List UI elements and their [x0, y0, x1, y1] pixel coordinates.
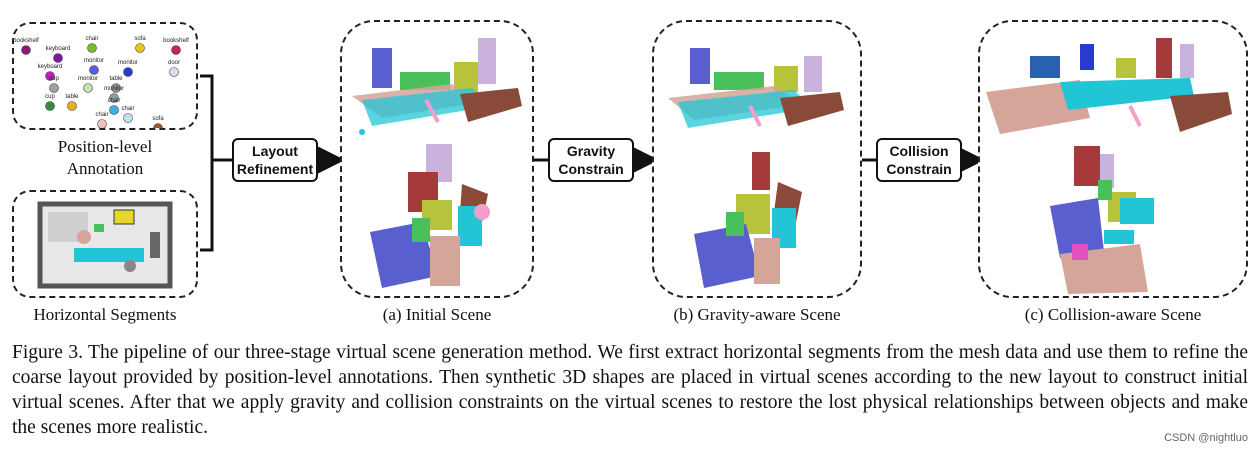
- annotation-point: [109, 105, 119, 115]
- annotation-point: [67, 101, 77, 111]
- flow-connectors: [200, 74, 985, 252]
- annotation-point-label: cup: [45, 94, 55, 100]
- collision-constrain-line1: Collision: [889, 143, 949, 159]
- annotation-point-label: chair: [121, 106, 134, 112]
- collision-scene-panel: [978, 20, 1248, 298]
- position-annotation-label-line1: Position-level: [57, 137, 153, 156]
- layout-refinement-step: Layout Refinement: [232, 138, 318, 182]
- annotation-point-label: bookshelf: [163, 38, 189, 44]
- horizontal-segments-panel: [12, 190, 198, 298]
- annotation-point-label: table: [109, 76, 123, 82]
- position-annotation-plot: bookshelf keyboard chair sofa bookshelf keybo…: [13, 36, 189, 133]
- annotation-point: [21, 45, 31, 55]
- horizontal-segments-image: [37, 201, 173, 289]
- gravity-scene-label: (b) Gravity-aware Scene: [673, 305, 841, 324]
- position-annotation-label-line2: Annotation: [66, 159, 144, 178]
- annotation-point-label: monitor: [84, 58, 104, 64]
- annotation-point: [109, 93, 119, 103]
- collision-scene-render: [986, 38, 1232, 294]
- gravity-constrain-step: Gravity Constrain: [548, 138, 634, 182]
- gravity-scene-top: [668, 48, 844, 128]
- gravity-constrain-line1: Gravity: [566, 143, 616, 159]
- gravity-scene-bottom: [694, 152, 802, 288]
- position-annotation-label: Position-level Annotation: [12, 136, 198, 180]
- annotation-point-label: sofa: [134, 36, 146, 42]
- initial-scene-render: [352, 38, 522, 288]
- annotation-point: [53, 53, 63, 63]
- initial-scene-top: [352, 38, 522, 135]
- annotation-point: [45, 101, 55, 111]
- annotation-point: [49, 83, 59, 93]
- annotation-point-label: sofa: [152, 116, 164, 122]
- annotation-point: [89, 65, 99, 75]
- horizontal-segments-label: Horizontal Segments: [33, 305, 177, 324]
- annotation-point: [123, 67, 133, 77]
- collision-constrain-line2: Constrain: [886, 161, 952, 177]
- collision-scene-top: [986, 38, 1232, 134]
- initial-scene-bottom: [370, 144, 490, 288]
- annotation-point-label: door: [168, 60, 180, 66]
- collision-constrain-step: Collision Constrain: [876, 138, 962, 182]
- gravity-scene-render: [668, 48, 844, 288]
- annotation-point: [45, 71, 55, 81]
- annotation-point-label: keyboard: [38, 64, 63, 70]
- position-annotation-panel: bookshelf keyboard chair sofa bookshelf keybo…: [12, 22, 198, 133]
- annotation-point: [123, 113, 133, 123]
- annotation-point: [87, 43, 97, 53]
- annotation-point-label: monitor: [78, 76, 98, 82]
- gravity-constrain-line2: Constrain: [558, 161, 624, 177]
- collision-scene-bottom: [1050, 146, 1154, 294]
- annotation-point: [83, 83, 93, 93]
- watermark: CSDN @nightluo: [1164, 432, 1248, 444]
- annotation-point-label: cup: [49, 76, 59, 82]
- layout-refinement-line1: Layout: [252, 143, 298, 159]
- annotation-point-label: chair: [95, 112, 108, 118]
- figure-caption: Figure 3. The pipeline of our three-stag…: [12, 342, 1248, 438]
- initial-scene-panel: [340, 20, 534, 298]
- layout-refinement-line2: Refinement: [236, 161, 314, 177]
- initial-scene-label: (a) Initial Scene: [382, 305, 492, 324]
- annotation-point: [135, 43, 145, 53]
- gravity-scene-panel: [652, 20, 862, 298]
- annotation-point: [171, 45, 181, 55]
- annotation-point-label: bookshelf: [14, 38, 39, 44]
- annotation-point-label: monitor: [118, 60, 138, 66]
- annotation-point-label: table: [65, 94, 79, 100]
- annotation-point-label: keyboard: [46, 46, 71, 52]
- annotation-point-label: monitor: [104, 86, 124, 92]
- annotation-point: [111, 83, 121, 93]
- annotation-point-label: chair: [85, 36, 98, 42]
- annotation-point-label: chair: [107, 98, 120, 104]
- annotation-point: [169, 67, 179, 77]
- collision-scene-label: (c) Collision-aware Scene: [1024, 305, 1202, 324]
